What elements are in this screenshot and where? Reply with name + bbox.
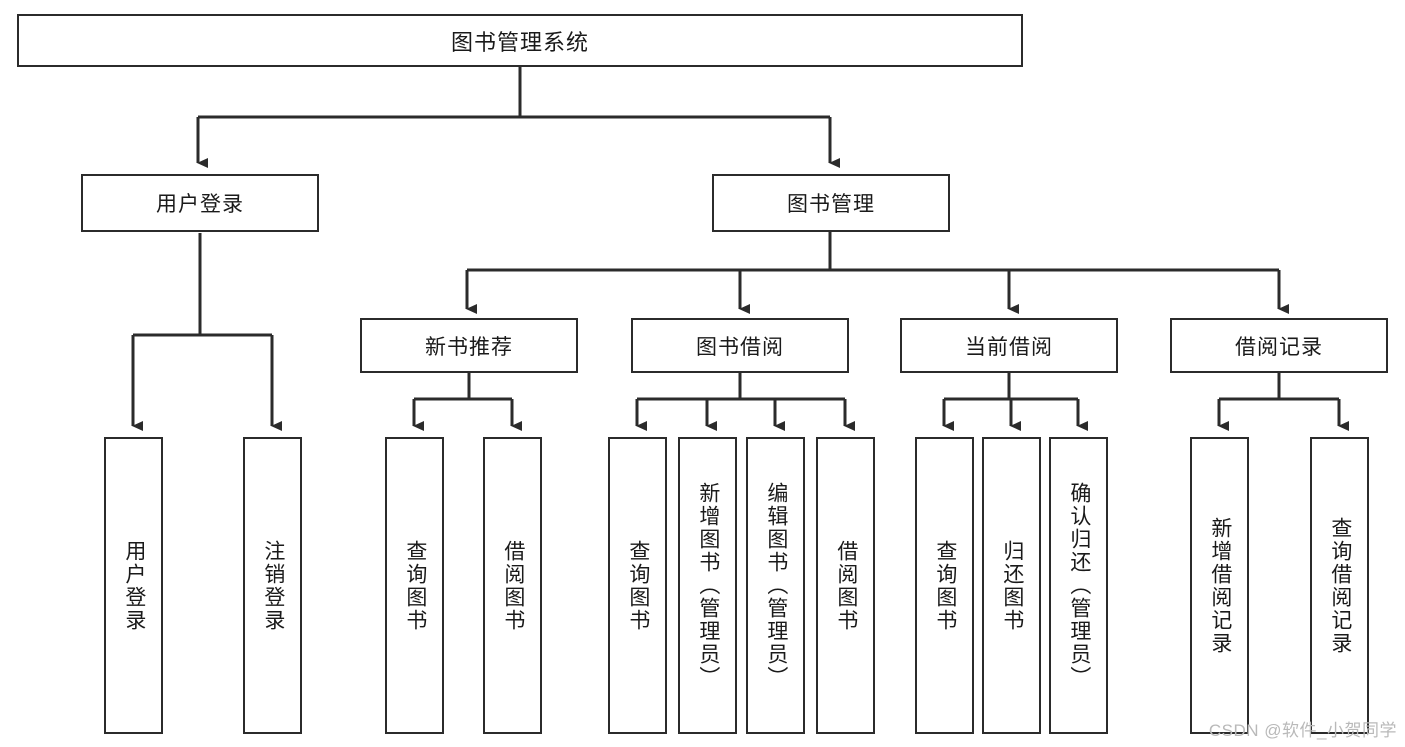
node-book-borrow[interactable]: 图书借阅 — [631, 318, 849, 373]
node-label: 查询图书 — [403, 539, 427, 632]
node-label: 图书借阅 — [696, 335, 784, 359]
leaf-current-borrow-query[interactable]: 查询图书 — [915, 437, 974, 734]
node-label: 用户登录 — [122, 539, 146, 632]
leaf-user-login-logout[interactable]: 注销登录 — [243, 437, 302, 734]
node-label: 借阅图书 — [834, 539, 858, 632]
node-borrow-record[interactable]: 借阅记录 — [1170, 318, 1388, 373]
leaf-borrow-record-query[interactable]: 查询借阅记录 — [1310, 437, 1369, 734]
leaf-book-borrow-query[interactable]: 查询图书 — [608, 437, 667, 734]
node-label: 编辑图书（管理员） — [764, 482, 788, 689]
leaf-borrow-record-add[interactable]: 新增借阅记录 — [1190, 437, 1249, 734]
node-current-borrow[interactable]: 当前借阅 — [900, 318, 1118, 373]
node-root-book-management-system[interactable]: 图书管理系统 — [17, 14, 1023, 67]
node-label: 新增借阅记录 — [1208, 516, 1232, 655]
leaf-new-book-borrow[interactable]: 借阅图书 — [483, 437, 542, 734]
node-label: 查询图书 — [933, 539, 957, 632]
node-label: 图书管理系统 — [450, 29, 589, 55]
leaf-book-borrow-borrow[interactable]: 借阅图书 — [816, 437, 875, 734]
leaf-user-login-login[interactable]: 用户登录 — [104, 437, 163, 734]
node-label: 确认归还（管理员） — [1067, 482, 1091, 689]
node-label: 借阅记录 — [1235, 335, 1323, 359]
leaf-new-book-query[interactable]: 查询图书 — [385, 437, 444, 734]
node-label: 用户登录 — [156, 193, 244, 216]
leaf-current-borrow-confirm-return[interactable]: 确认归还（管理员） — [1049, 437, 1108, 734]
node-new-book-recommend[interactable]: 新书推荐 — [360, 318, 578, 373]
node-label: 注销登录 — [261, 539, 285, 632]
node-book-management[interactable]: 图书管理 — [712, 174, 950, 232]
leaf-book-borrow-edit[interactable]: 编辑图书（管理员） — [746, 437, 805, 734]
node-label: 查询借阅记录 — [1328, 516, 1352, 655]
leaf-book-borrow-add[interactable]: 新增图书（管理员） — [678, 437, 737, 734]
node-label: 新书推荐 — [425, 335, 513, 359]
node-label: 查询图书 — [626, 539, 650, 632]
node-label: 新增图书（管理员） — [696, 482, 720, 689]
node-label: 当前借阅 — [965, 335, 1053, 359]
node-label: 借阅图书 — [501, 539, 525, 632]
leaf-current-borrow-return[interactable]: 归还图书 — [982, 437, 1041, 734]
node-user-login[interactable]: 用户登录 — [81, 174, 319, 232]
node-label: 归还图书 — [1000, 539, 1024, 632]
node-label: 图书管理 — [787, 193, 875, 216]
